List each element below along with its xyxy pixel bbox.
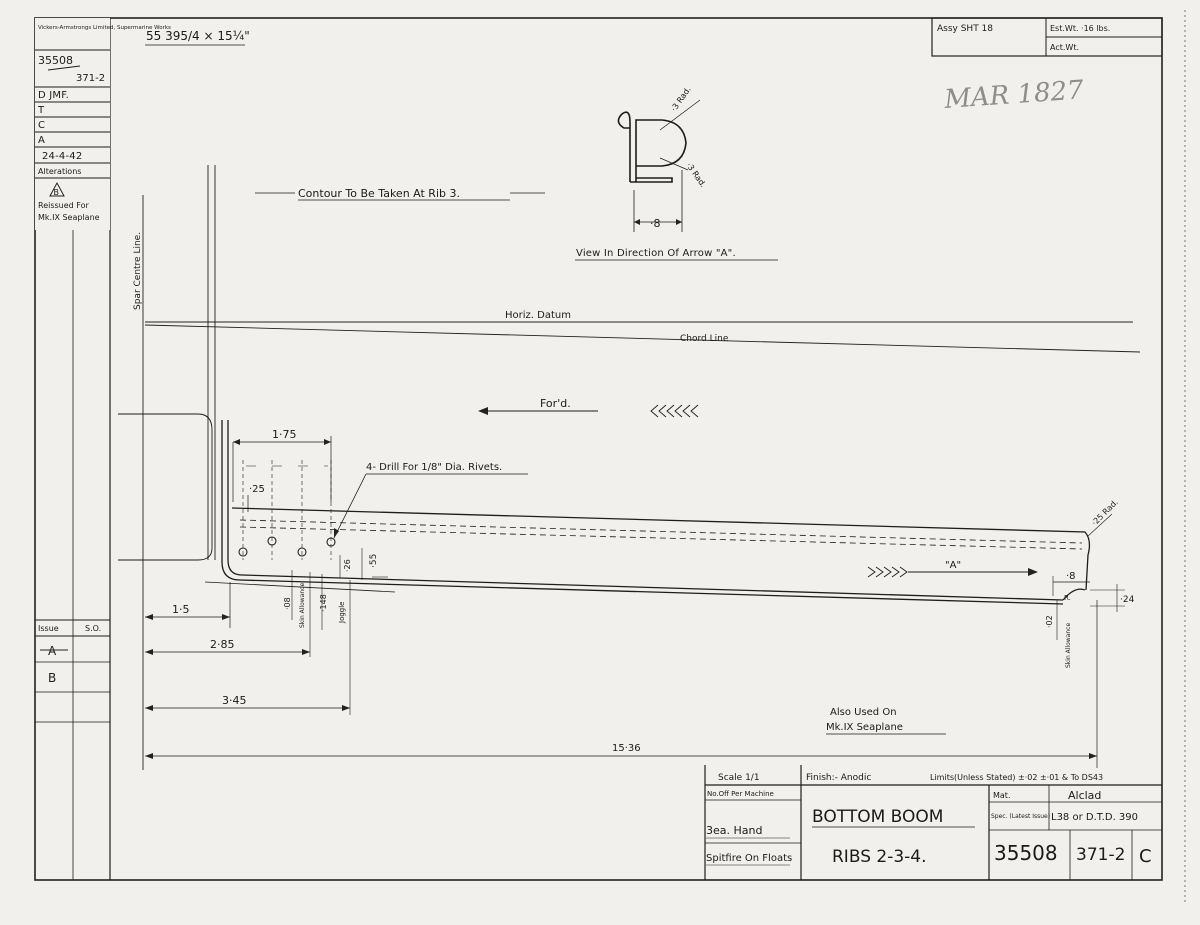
strip-drawing-number: 35508 — [38, 54, 73, 67]
end-skin-label: Skin Allowance — [1065, 623, 1072, 668]
contour-note: Contour To Be Taken At Rib 3. — [298, 187, 460, 200]
checked-by: C — [38, 120, 45, 131]
so-label: S.O. — [85, 624, 101, 633]
alteration-text-1: Reissued For — [38, 201, 90, 210]
part-sheet: 371-2 — [1076, 845, 1125, 865]
no-off-label: No.Off Per Machine — [707, 790, 774, 798]
left-title-strip: Vickers-Armstrongs Limited, Supermarine … — [35, 18, 171, 880]
spar-flange-outline — [118, 413, 213, 561]
issue-label: Issue — [38, 624, 59, 633]
dim-joggle-end: 3·45 — [145, 694, 350, 711]
dim-joggle-start: 2·85 — [145, 638, 310, 655]
issue-b: B — [48, 671, 56, 685]
drawing-date: 24-4-42 — [42, 151, 82, 162]
spar-centre-label: Spar Centre Line. — [133, 232, 143, 310]
section-width-dim: ·8 — [650, 217, 661, 230]
strip-sheet-number: 371-2 — [76, 73, 105, 84]
part-name: BOTTOM BOOM — [812, 807, 943, 827]
horiz-datum-label: Horiz. Datum — [505, 310, 571, 321]
material: Alclad — [1068, 789, 1101, 802]
dim-end-height: ·24 — [1120, 595, 1135, 605]
alteration-text-2: Mk.IX Seaplane — [38, 213, 100, 222]
issue-a: A — [48, 644, 57, 658]
title-block: Scale 1/1 Finish:- Anodic Limits(Unless … — [704, 765, 1162, 880]
joggle-label: Joggle — [338, 602, 346, 625]
chord-line-label: Chord Line — [680, 334, 729, 344]
arrow-a-label: "A" — [945, 560, 961, 571]
chord-line — [144, 324, 1141, 353]
traced-by: T — [37, 105, 45, 116]
dim-end-width: ·8 — [1066, 571, 1076, 582]
maker-name: Vickers-Armstrongs Limited, Supermarine … — [38, 25, 171, 31]
spec-label: Spec. (Latest Issue) — [991, 813, 1050, 820]
dim-overall-text: 15·36 — [612, 743, 641, 754]
material-reference: 55 395/4 × 15¼" — [146, 29, 250, 43]
part-number: 35508 — [994, 841, 1058, 865]
assy-sheet: Assy SHT 18 — [937, 24, 993, 34]
limits: Limits(Unless Stated) ±·02 ±·01 & To DS4… — [930, 773, 1103, 782]
bottom-boom-part — [204, 420, 1091, 605]
dim-pitch-total: 1·75 — [232, 428, 332, 502]
estimated-weight: Est.Wt. ·16 lbs. — [1050, 24, 1110, 33]
dim-overall-length: 15·36 — [145, 600, 1098, 768]
alterations-label: Alterations — [38, 167, 81, 176]
also-used-line-1: Also Used On — [830, 707, 897, 718]
material-label: Mat. — [993, 791, 1010, 800]
quantity: 3ea. Hand — [706, 824, 762, 837]
forward-chevrons — [650, 404, 699, 418]
dim-offset-text: 1·5 — [172, 603, 190, 616]
dim-end-r: R. — [1064, 594, 1071, 602]
actual-weight: Act.Wt. — [1050, 43, 1079, 52]
dim-offset-from-spar: 1·5 — [145, 582, 231, 628]
arrow-a-chevrons — [867, 566, 908, 578]
drawn-by: D JMF. — [38, 90, 69, 101]
dim-joggle-end-text: 3·45 — [222, 694, 247, 707]
alteration-triangle — [49, 181, 65, 197]
scale: Scale 1/1 — [718, 773, 760, 783]
dim-first-hole: ·25 — [249, 484, 265, 495]
sheet-border — [34, 17, 1163, 881]
view-direction-label: View In Direction Of Arrow "A". — [576, 248, 736, 259]
dim-thickness: ·148 — [319, 594, 328, 612]
spec: L38 or D.T.D. 390 — [1051, 812, 1138, 823]
alteration-letter: B — [54, 188, 60, 197]
also-used-line-2: Mk.IX Seaplane — [826, 722, 903, 733]
dim-skin-allowance: ·08 — [283, 597, 292, 610]
skin-allowance-label: Skin Allowance — [299, 583, 306, 628]
finish: Finish:- Anodic — [806, 773, 871, 783]
usage: Spitfire On Floats — [706, 853, 792, 864]
drill-note: 4- Drill For 1/8" Dia. Rivets. — [366, 462, 502, 473]
dim-end-skin: ·02 — [1045, 615, 1054, 628]
assy-weight-block: Assy SHT 18 Est.Wt. ·16 lbs. Act.Wt. — [931, 17, 1163, 57]
forward-label: For'd. — [540, 397, 571, 410]
part-issue: C — [1139, 846, 1152, 867]
approved-by: A — [38, 135, 45, 146]
dim-pitch-total-text: 1·75 — [272, 428, 297, 441]
part-subtitle: RIBS 2-3-4. — [832, 847, 927, 867]
dim-hole-height-2: ·55 — [369, 554, 379, 568]
dim-hole-height-1: ·26 — [343, 559, 352, 572]
dim-joggle-start-text: 2·85 — [210, 638, 235, 651]
